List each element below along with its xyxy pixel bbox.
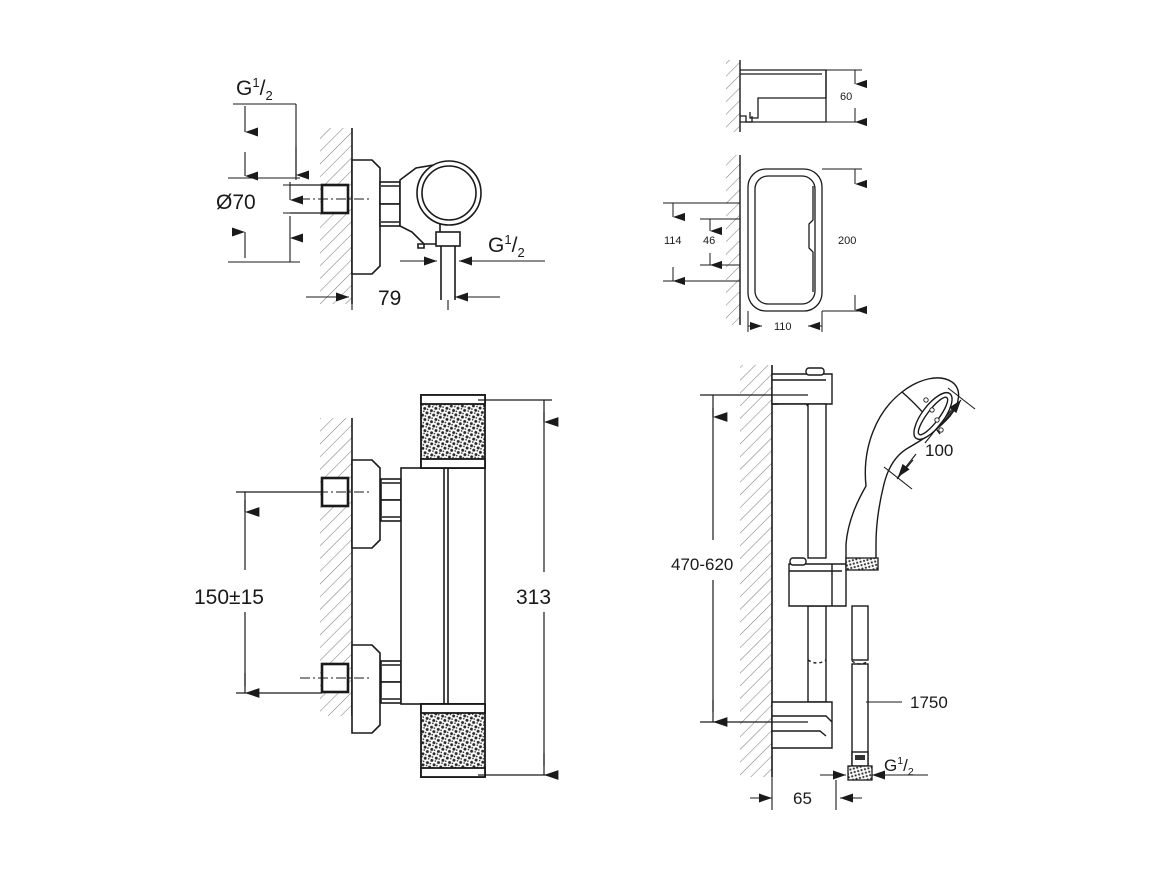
- dim-g-half-inlet: [228, 103, 310, 181]
- thermostat-escutcheon-lower: [351, 644, 381, 734]
- dim-label-79: 79: [378, 287, 401, 310]
- dim-60: [826, 69, 867, 127]
- view-bottom-left-thermostat: 150±15 313: [194, 394, 559, 780]
- rail-wall-hatching: [740, 365, 773, 777]
- dim-label-100: 100: [925, 441, 953, 460]
- dim-label-g-half-hose: G1/2: [884, 755, 914, 778]
- thermostat-handle-lower: [420, 703, 486, 778]
- valve-body: [399, 160, 482, 249]
- dim-label-470-620: 470-620: [671, 555, 733, 574]
- dim-470-620: [700, 394, 808, 727]
- view-top-right-shelf: 60 200 110: [663, 60, 867, 333]
- thermostat-body: [400, 467, 486, 705]
- dim-114: [663, 202, 740, 286]
- dim-313: [478, 399, 559, 780]
- dim-label-g-half-outlet: G1/2: [488, 232, 525, 260]
- valve-union-nut: [379, 181, 401, 227]
- thermostat-handle-upper: [420, 394, 486, 469]
- thermostat-escutcheon-upper: [351, 459, 381, 549]
- dim-diameter-70: [228, 182, 320, 263]
- dim-label-g-half-inlet: G1/2: [236, 75, 273, 103]
- dim-100: [883, 387, 976, 490]
- dim-label-313: 313: [516, 586, 551, 609]
- dim-label-150-15: 150±15: [194, 586, 264, 609]
- shower-hose: [847, 605, 873, 781]
- dim-150-15: [236, 491, 322, 698]
- dim-200: [822, 168, 867, 315]
- shelf-front-wall-hatching: [726, 155, 741, 325]
- dim-46: [700, 218, 740, 270]
- dim-label-60: 60: [840, 91, 852, 103]
- thermostat-union-nut-upper: [380, 478, 402, 522]
- dim-label-200: 200: [838, 235, 856, 247]
- dim-65: [750, 777, 862, 810]
- hand-shower: [845, 377, 960, 571]
- dim-79: [306, 292, 500, 310]
- shelf-side-profile: [740, 69, 827, 123]
- view-bottom-right-rail: 470-620 100 1750 G1/2: [671, 365, 976, 810]
- thermostat-union-nut-lower: [380, 660, 402, 704]
- rail-bracket-bottom: [771, 701, 833, 749]
- dim-label-1750: 1750: [910, 693, 948, 712]
- dim-label-114: 114: [664, 235, 682, 247]
- rail-slider-holder: [788, 557, 847, 607]
- shelf-front-profile: [747, 168, 823, 312]
- dim-label-65: 65: [793, 789, 812, 808]
- thermostat-thread-stub-lower: [300, 662, 372, 694]
- dim-label-46: 46: [703, 235, 715, 247]
- wall-hatching-top-left: [320, 128, 353, 304]
- rail-tube: [807, 403, 827, 703]
- valve-escutcheon: [351, 159, 381, 275]
- dim-label-110: 110: [774, 321, 792, 333]
- dim-110: [747, 311, 823, 332]
- shelf-side-wall-hatching: [726, 60, 741, 132]
- valve-outlet-spigot: [435, 231, 461, 300]
- thermostat-thread-stub-upper: [300, 476, 372, 508]
- view-top-left-valve: G1/2 Ø70 G1/2 79: [216, 75, 545, 310]
- dim-label-diameter-70: Ø70: [216, 191, 256, 214]
